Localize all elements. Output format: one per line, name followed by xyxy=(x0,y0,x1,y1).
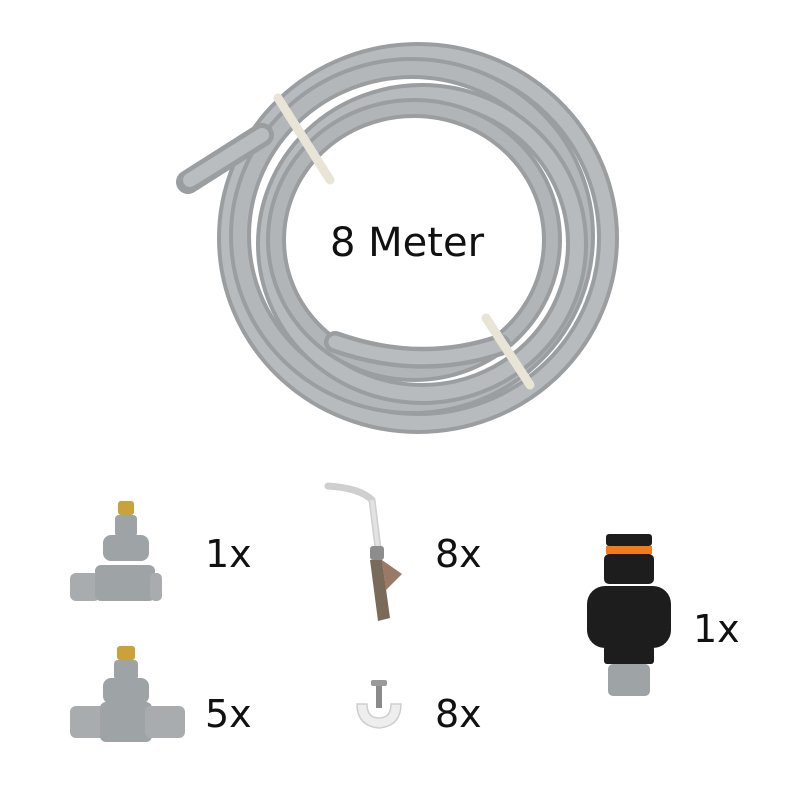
hose-length-label: 8 Meter xyxy=(330,220,485,266)
count-single-mist-tee: 1x xyxy=(205,532,252,576)
zip-tie-lower xyxy=(481,313,535,390)
count-inline-mist-tee: 5x xyxy=(205,692,252,736)
alligator-clip-hanger xyxy=(324,482,402,621)
count-nail-clip: 8x xyxy=(435,692,482,736)
inline-mist-tee-nozzle xyxy=(70,646,185,742)
hose-quick-connector xyxy=(587,534,671,696)
count-alligator-clip: 8x xyxy=(435,532,482,576)
single-mist-tee-nozzle xyxy=(70,501,162,601)
zip-tie-upper xyxy=(273,93,335,185)
nail-clip xyxy=(356,680,402,729)
coiled-hose xyxy=(176,42,619,434)
count-quick-connector: 1x xyxy=(693,607,740,651)
